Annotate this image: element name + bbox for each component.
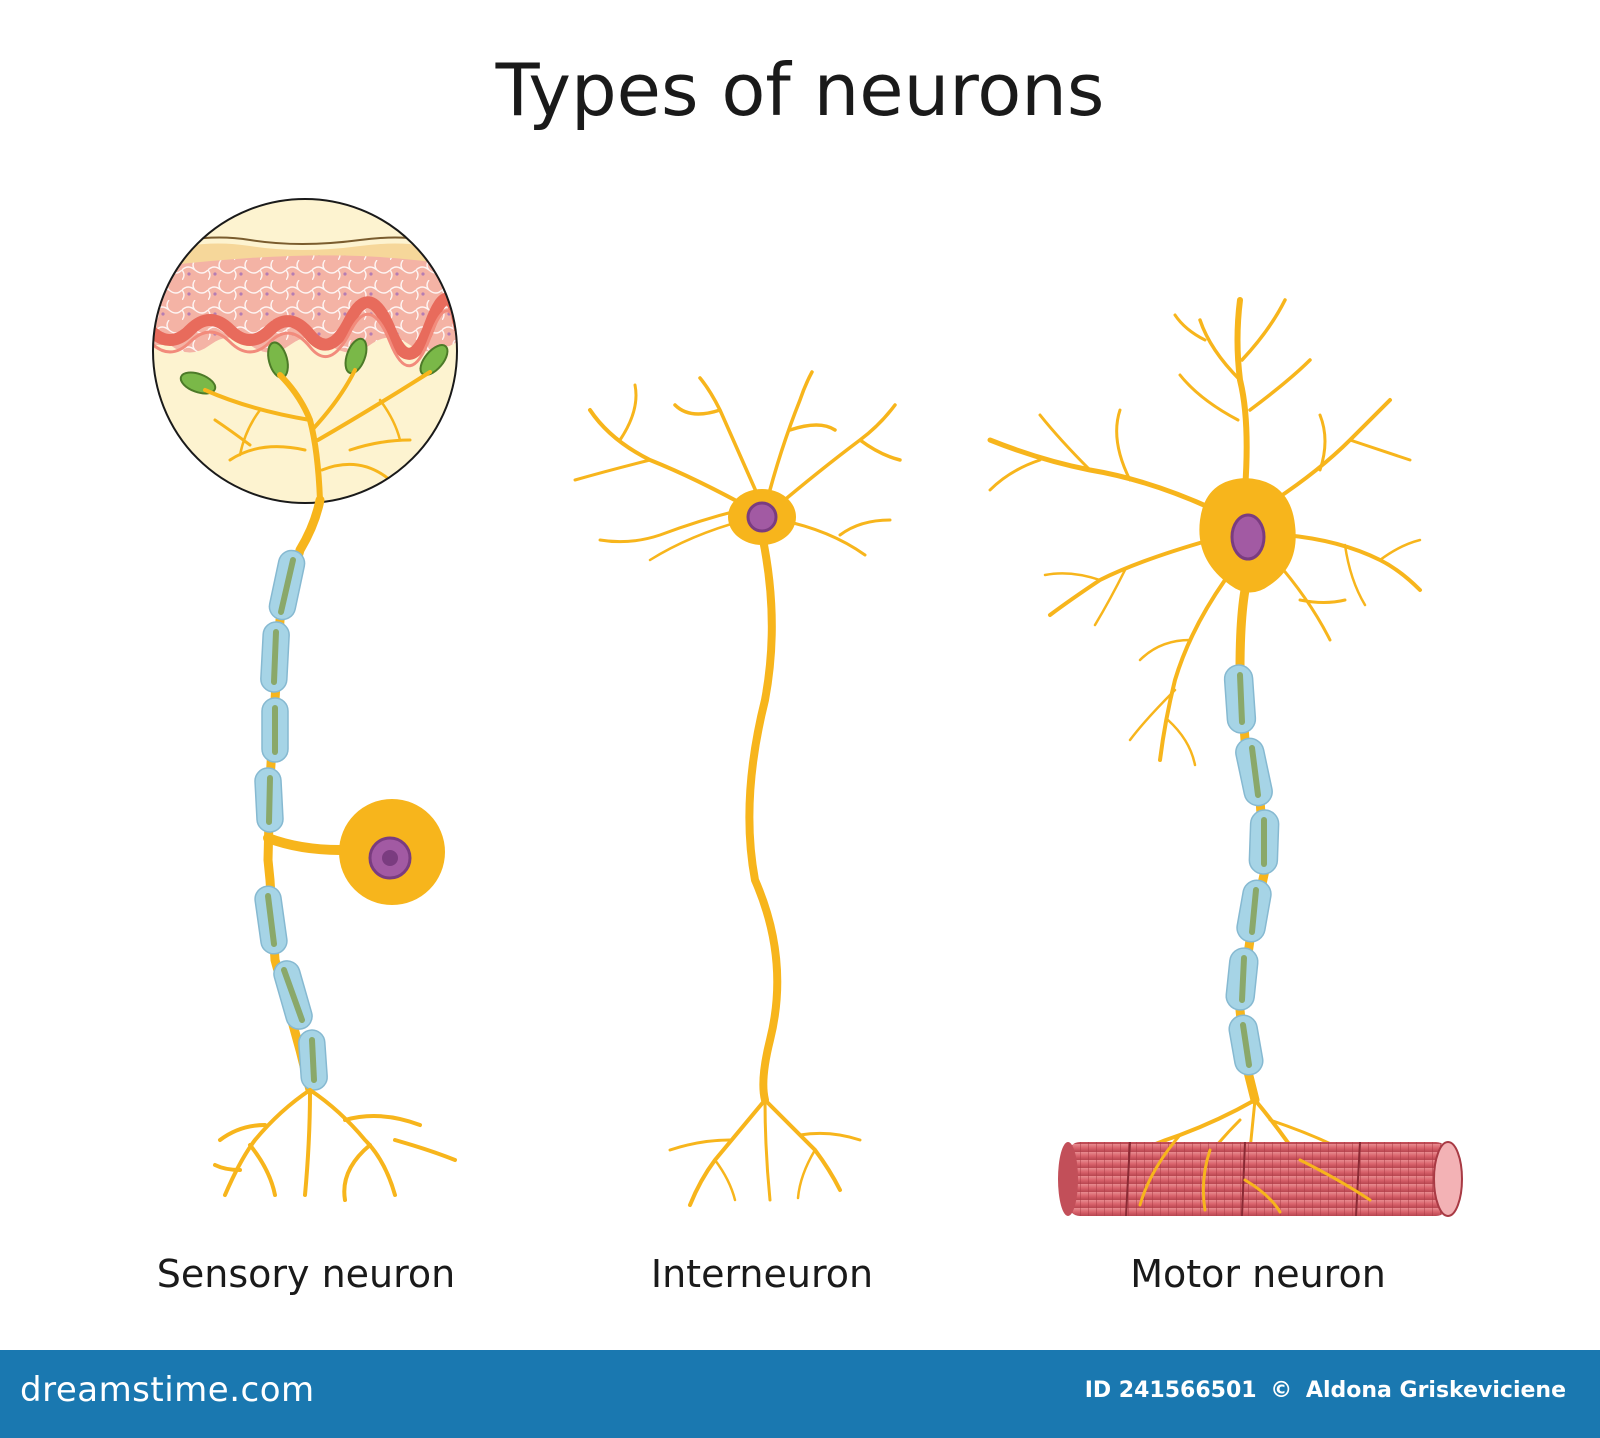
motor-neuron — [987, 297, 1463, 1217]
image-id: ID 241566501 — [1084, 1378, 1257, 1403]
sensory-neuron — [152, 198, 458, 1202]
skin-inset — [152, 198, 458, 504]
page-title: Types of neurons — [495, 48, 1105, 132]
motor-neuron-label: Motor neuron — [1130, 1252, 1386, 1296]
footer-brand[interactable]: dreamstime.com — [20, 1370, 315, 1410]
motor-nucleus — [1230, 513, 1266, 561]
muscle-fiber — [1058, 1141, 1463, 1217]
interneuron-label: Interneuron — [650, 1252, 874, 1296]
interneuron-nucleus — [746, 501, 778, 533]
interneuron — [573, 370, 902, 1207]
neuron-diagram — [152, 198, 1463, 1217]
footer-credit: ID 241566501 © Aldona Griskeviciene — [1085, 1378, 1572, 1403]
footer-bar: dreamstime.com ID 241566501 © Aldona Gri… — [0, 1350, 1600, 1438]
author-name: Aldona Griskeviciene — [1305, 1378, 1566, 1403]
sensory-myelin — [254, 549, 328, 1091]
copyright-symbol: © — [1270, 1378, 1293, 1403]
sensory-neuron-label: Sensory neuron — [156, 1252, 456, 1296]
